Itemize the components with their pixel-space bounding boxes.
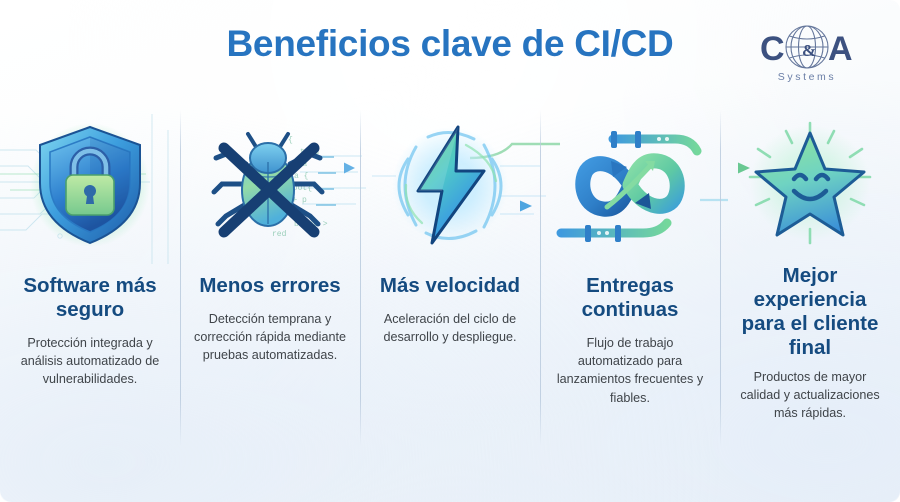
benefit-columns: Software más seguro Protección integrada…: [0, 104, 900, 464]
benefit-column-mejor-experiencia: Mejor experiencia para el cliente final …: [720, 104, 900, 464]
loop-arrowhead-left: [611, 161, 627, 177]
logo-letter-c: C: [760, 30, 785, 68]
cross-out-x: [218, 142, 320, 238]
benefit-body: Protección integrada y análisis automati…: [20, 335, 160, 387]
bug-crossed-out-icon: { todd ao-a a { boot{ ra + p nt a berod …: [192, 110, 348, 260]
page-title: Beneficios clave de CI/CD: [226, 23, 674, 64]
smiling-star-icon: [732, 110, 888, 260]
shield-lock-icon: [12, 110, 168, 260]
benefit-column-mas-velocidad: Más velocidad Aceleración del ciclo de d…: [360, 104, 540, 464]
benefit-heading: Más velocidad: [379, 274, 521, 297]
pipeline-top: [608, 131, 702, 156]
lightning-bolt-icon: [372, 110, 528, 260]
benefit-column-software-mas-seguro: Software más seguro Protección integrada…: [0, 104, 180, 464]
benefit-body: Flujo de trabajo automatizado para lanza…: [556, 335, 704, 405]
loop-arrowhead-right: [635, 193, 651, 209]
company-logo: C & A Systems: [748, 22, 866, 94]
svg-text:a {: a {: [294, 172, 309, 181]
logo-ampersand: &: [802, 41, 816, 60]
benefit-body: Aceleración del ciclo de desarrollo y de…: [383, 311, 517, 345]
svg-text:boot{: boot{: [288, 184, 312, 193]
pipeline-bottom: [556, 218, 672, 242]
benefit-heading: Mejor experiencia para el cliente final: [741, 264, 879, 359]
star-face: [791, 172, 831, 202]
header: Beneficios clave de CI/CD C & A Systems: [0, 0, 900, 108]
benefit-column-menos-errores: { todd ao-a a { boot{ ra + p nt a berod …: [180, 104, 360, 464]
globe-icon: [785, 25, 829, 69]
logo-wordmark: Systems: [778, 71, 836, 83]
infinity-devops-icon: [552, 110, 708, 260]
benefit-body: Productos de mayor calidad y actualizaci…: [740, 369, 880, 421]
benefit-heading: Menos errores: [199, 274, 341, 297]
svg-text:{: {: [288, 136, 293, 145]
benefit-column-entregas-continuas: Entregas continuas Flujo de trabajo auto…: [540, 104, 720, 464]
benefit-body: Detección temprana y corrección rápida m…: [194, 311, 346, 363]
svg-text:red: red: [272, 230, 287, 239]
benefit-heading: Software más seguro: [23, 274, 157, 321]
logo-letter-a: A: [828, 30, 853, 68]
infinity-loop: [575, 153, 685, 217]
logo-graphic: C & A Systems: [760, 25, 853, 83]
benefit-heading: Entregas continuas: [581, 274, 679, 321]
